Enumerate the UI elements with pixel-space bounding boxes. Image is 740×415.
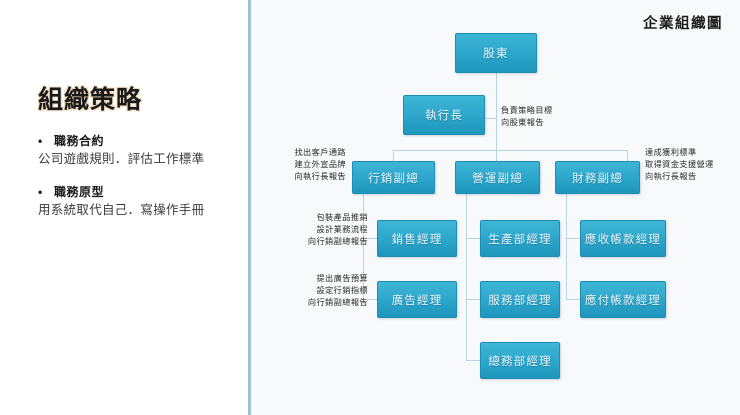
- section-title: 組織策略: [38, 86, 143, 114]
- left-content-panel: 組織策略 • 職務合約 公司遊戲規則．評估工作標準 • 職務原型 用系統取代自己…: [0, 0, 249, 415]
- org-node-ceo[interactable]: 執行長: [403, 95, 485, 135]
- list-item: • 職務原型 用系統取代自己．寫操作手冊: [38, 183, 243, 219]
- connector-mgr-ap-stub: [566, 299, 580, 300]
- page-title: 企業組織圖: [643, 16, 723, 32]
- org-node-vp-marketing[interactable]: 行銷副總: [352, 161, 435, 194]
- connector-vp-fin-spine: [566, 193, 567, 300]
- bullet-list: • 職務合約 公司遊戲規則．評估工作標準 • 職務原型 用系統取代自己．寫操作手…: [38, 132, 243, 233]
- bullet-subtext: 用系統取代自己．寫操作手冊: [38, 202, 205, 217]
- org-node-shareholder[interactable]: 股東: [455, 33, 537, 73]
- bullet-subtext: 公司遊戲規則．評估工作標準: [38, 152, 205, 166]
- connector-mgr-ad-stub: [363, 299, 377, 300]
- org-node-vp-finance[interactable]: 財務副總: [555, 161, 640, 194]
- connector-mgr-prod-stub: [466, 238, 480, 239]
- org-chart-panel: 企業組織圖 股東: [251, 0, 740, 415]
- annotation-vp-marketing: 找出客戶通路 建立外宣品牌 向執行長報告: [294, 148, 346, 181]
- bullet-dot-icon: •: [38, 134, 43, 148]
- org-node-manager-advertising[interactable]: 廣告經理: [377, 281, 457, 318]
- bullet-heading-row: • 職務原型: [38, 183, 243, 200]
- panel-divider: [248, 0, 251, 415]
- annotation-vp-finance: 達成獲利標準 取得資金支援營運 向執行長報告: [645, 148, 714, 181]
- connector-vp-bus: [393, 150, 627, 151]
- bullet-heading: 職務合約: [54, 134, 105, 148]
- connector-drop-vp-fin: [627, 150, 628, 161]
- annotation-manager-advertising: 提出廣告預算 設定行銷指標 向行銷副總報告: [307, 274, 368, 307]
- connector-vp-mkt-spine: [363, 193, 364, 300]
- org-node-manager-payable[interactable]: 應付帳款經理: [580, 281, 666, 318]
- connector-ceo-stub: [485, 118, 497, 119]
- annotation-ceo: 負責策略目標 向股東報告: [501, 106, 553, 127]
- org-node-manager-production[interactable]: 生產部經理: [480, 220, 560, 257]
- org-node-manager-service[interactable]: 服務部經理: [480, 281, 560, 318]
- connector-shareholder-bus: [496, 73, 497, 166]
- connector-mgr-admin-stub: [466, 360, 480, 361]
- connector-drop-vp-mkt: [393, 150, 394, 161]
- org-chart-canvas: 股東 執行長 行銷副總 營運副總 財務副總 銷售經理 廣告經理 生產部經理 服務…: [251, 0, 740, 415]
- connector-vp-ops-spine: [466, 193, 467, 361]
- bullet-dot-icon: •: [38, 184, 43, 199]
- connector-mgr-ar-stub: [566, 238, 580, 239]
- org-node-manager-receivable[interactable]: 應收帳款經理: [580, 220, 666, 257]
- annotation-manager-sales: 包裝產品推銷 設計業務流程 向行銷副總報告: [307, 213, 368, 246]
- bullet-heading: 職務原型: [54, 184, 105, 199]
- connector-mgr-sales-stub: [363, 238, 377, 239]
- org-node-vp-operations[interactable]: 營運副總: [455, 161, 540, 194]
- bullet-heading-row: • 職務合約: [38, 132, 243, 149]
- connector-drop-vp-ops: [496, 150, 497, 161]
- connector-mgr-svc-stub: [466, 299, 480, 300]
- org-node-manager-sales[interactable]: 銷售經理: [377, 220, 457, 257]
- list-item: • 職務合約 公司遊戲規則．評估工作標準: [38, 132, 243, 168]
- org-node-manager-administration[interactable]: 總務部經理: [480, 342, 560, 379]
